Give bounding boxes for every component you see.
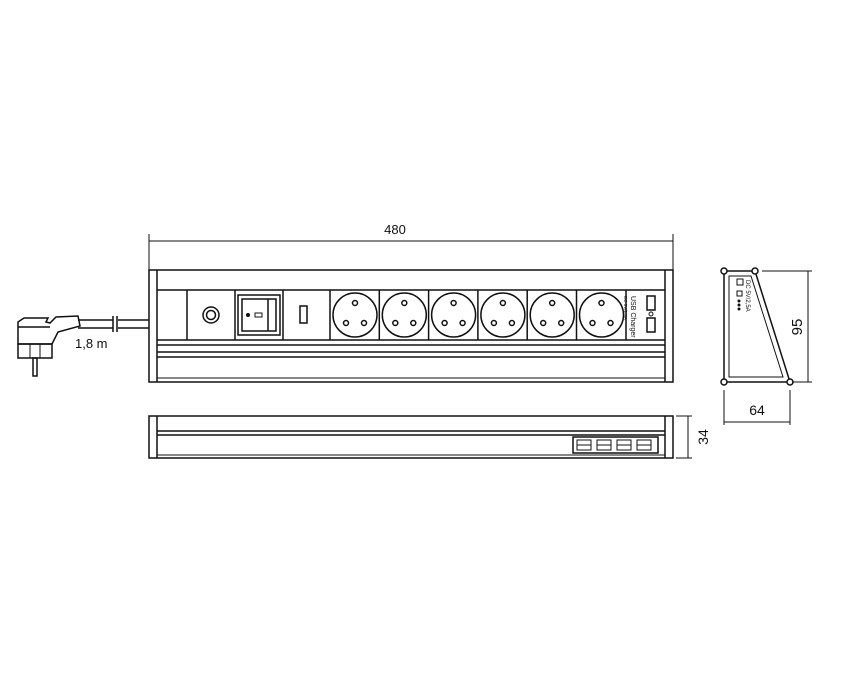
usb-port-icon (646, 295, 656, 311)
usb-port-icon (616, 439, 632, 451)
depth-label: 64 (749, 402, 765, 418)
socket-icon (381, 292, 428, 338)
height-label: 95 (789, 319, 806, 336)
usb-port-block (572, 436, 659, 454)
length-dimension: 480 (148, 222, 674, 270)
indicator-light-icon (299, 305, 308, 324)
coax-socket-icon (202, 306, 220, 324)
socket-icon (578, 292, 625, 338)
side-view: DC 5V/2,5A 95 64 (720, 267, 812, 425)
power-strip-top-view: USB Charger DC 5V/2,5A (148, 269, 674, 383)
usb-charger-module: USB Charger DC 5V/2,5A (623, 295, 656, 338)
plug-icon (17, 315, 81, 377)
socket-icon (529, 292, 575, 338)
power-switch-icon (237, 294, 281, 336)
front-height-label: 34 (695, 429, 711, 445)
cable-length-label: 1,8 m (75, 336, 108, 351)
power-cable: 1,8 m (75, 316, 149, 351)
usb-port-icon (636, 439, 652, 451)
usb-module-rating: DC 5V/2,5A (623, 296, 628, 320)
socket-icon (480, 292, 526, 338)
side-rating: DC 5V/2,5A (744, 280, 750, 312)
socket-icon (430, 292, 477, 338)
usb-module-title: USB Charger (629, 296, 636, 338)
usb-port-icon (576, 439, 592, 451)
length-label: 480 (384, 222, 406, 237)
socket-icon (332, 292, 378, 338)
usb-port-icon (646, 317, 656, 333)
front-view: 34 (148, 415, 711, 459)
usb-port-icon (596, 439, 612, 451)
